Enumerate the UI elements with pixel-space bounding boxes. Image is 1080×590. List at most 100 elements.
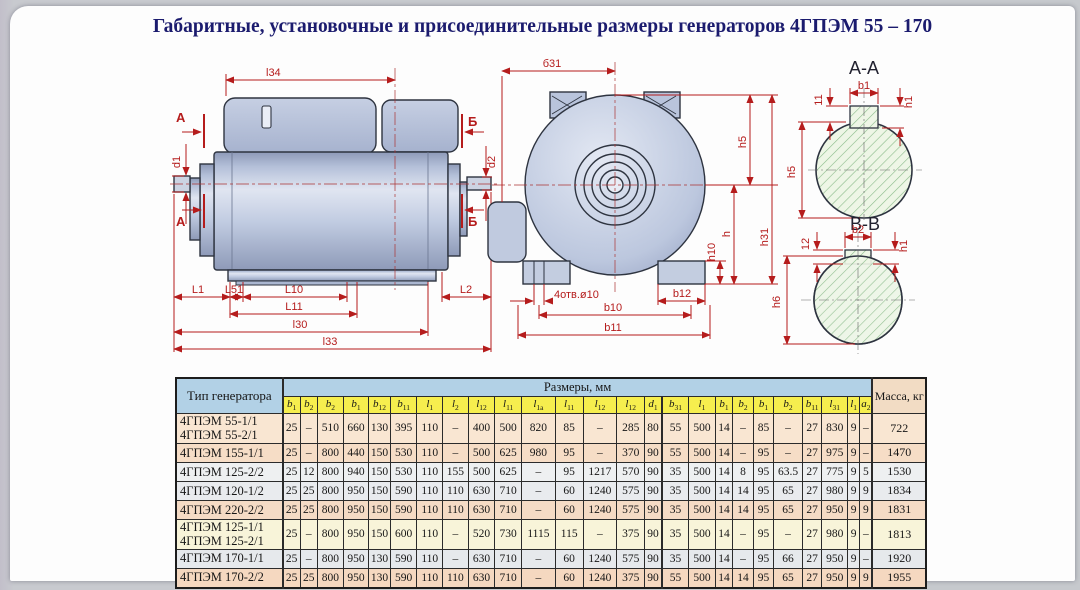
- dim-value-cell: 27: [801, 499, 823, 520]
- dim-value-cell: 9: [859, 567, 873, 588]
- dim-label-b10: b10: [604, 302, 622, 314]
- dim-value-cell: 25: [299, 567, 319, 588]
- dim-value-cell: 90: [644, 499, 663, 520]
- dim-value-cell: 14: [714, 518, 734, 550]
- section-bb-drawing: В-В 12 b2 h1 h6: [771, 214, 915, 354]
- dim-value-cell: 14: [732, 567, 754, 588]
- dim-value-cell: 150: [368, 518, 391, 550]
- dim-value-cell: –: [582, 518, 618, 550]
- dim-column-header-b31: b31: [660, 396, 690, 414]
- dim-column-header-b1: b1: [752, 396, 775, 414]
- dim-value-cell: 500: [688, 480, 716, 501]
- dim-value-cell: 830: [821, 413, 848, 444]
- dim-value-cell: 95: [752, 499, 775, 520]
- dim-value-cell: 90: [644, 518, 663, 550]
- dim-label-h10: h10: [706, 243, 718, 261]
- dim-value-cell: 150: [368, 480, 391, 501]
- dim-value-cell: 14: [714, 442, 734, 463]
- dim-value-cell: 520: [467, 518, 496, 550]
- dim-value-cell: 95: [752, 461, 775, 482]
- mass-value-cell: 1834: [871, 480, 927, 501]
- dim-value-cell: 980: [821, 480, 848, 501]
- mass-column-header: Масса, кг: [871, 377, 927, 414]
- dim-value-cell: –: [732, 518, 754, 550]
- side-bracket: [487, 201, 527, 263]
- dim-value-cell: 800: [317, 567, 344, 588]
- dim-value-cell: 95: [752, 442, 775, 463]
- dim-label-h1-aa: h1: [903, 96, 915, 108]
- dim-value-cell: 400: [467, 413, 496, 444]
- dim-value-cell: 27: [801, 480, 823, 501]
- dim-label-12: 12: [800, 238, 812, 250]
- dim-value-cell: 55: [660, 567, 690, 588]
- dim-value-cell: 630: [467, 499, 496, 520]
- dim-value-cell: 590: [389, 480, 418, 501]
- dim-value-cell: 95: [752, 548, 775, 569]
- dim-value-cell: 1240: [582, 499, 618, 520]
- mass-value-cell: 1955: [871, 567, 927, 588]
- dim-value-cell: 800: [317, 442, 344, 463]
- dim-value-cell: 27: [801, 413, 823, 444]
- dim-label-d1: d1: [171, 156, 183, 168]
- dim-value-cell: 575: [616, 480, 646, 501]
- dim-value-cell: 9: [859, 480, 873, 501]
- dim-value-cell: 500: [688, 499, 716, 520]
- mass-value-cell: 1831: [871, 499, 927, 520]
- dim-label-h1-bb: h1: [898, 240, 910, 252]
- dim-value-cell: 25: [282, 461, 301, 482]
- dim-column-header-b11: b11: [801, 396, 823, 414]
- dim-value-cell: 600: [389, 518, 418, 550]
- dim-value-cell: –: [442, 548, 469, 569]
- dim-value-cell: 90: [644, 567, 663, 588]
- dim-column-header-l1: l1: [846, 396, 861, 414]
- dim-value-cell: 95: [752, 518, 775, 550]
- dimension-lines: [783, 232, 899, 345]
- shaft-right: [466, 176, 492, 191]
- dim-value-cell: 14: [714, 413, 734, 444]
- dim-column-header-l1: l1: [688, 396, 716, 414]
- generator-type-cell: 4ГПЭМ 120-1/2: [175, 480, 284, 501]
- holes-note-label: 4отв.ø10: [554, 289, 599, 301]
- dim-value-cell: 130: [368, 413, 391, 444]
- dim-value-cell: 285: [616, 413, 646, 444]
- dim-value-cell: 500: [467, 461, 496, 482]
- dim-value-cell: –: [521, 499, 556, 520]
- section-letter-a-top: А: [176, 110, 186, 125]
- dim-value-cell: 60: [554, 499, 584, 520]
- dim-value-cell: 630: [467, 567, 496, 588]
- dim-value-cell: 14: [714, 461, 734, 482]
- foot-right: [657, 260, 706, 285]
- dim-value-cell: 1240: [582, 548, 618, 569]
- dim-column-header-l12: l12: [467, 396, 496, 414]
- dim-value-cell: 5: [859, 461, 873, 482]
- dim-column-header-l2: l2: [442, 396, 469, 414]
- section-aa-drawing: А-А 11 b1 h1 h5: [786, 58, 922, 220]
- dim-value-cell: –: [773, 442, 803, 463]
- generator-type-cell: 4ГПЭМ 155-1/1: [175, 442, 284, 463]
- dim-value-cell: –: [521, 567, 556, 588]
- dim-value-cell: 9: [846, 461, 861, 482]
- dim-value-cell: –: [859, 548, 873, 569]
- dim-value-cell: 500: [688, 518, 716, 550]
- dim-value-cell: 625: [494, 461, 522, 482]
- dim-value-cell: 65: [773, 480, 803, 501]
- base-rail: [227, 269, 437, 282]
- dim-value-cell: 950: [342, 480, 370, 501]
- dim-value-cell: 9: [846, 442, 861, 463]
- dim-value-cell: 950: [342, 499, 370, 520]
- dim-value-cell: –: [442, 413, 469, 444]
- dim-value-cell: 9: [846, 518, 861, 550]
- mass-value-cell: 1470: [871, 442, 927, 463]
- dim-value-cell: 35: [660, 518, 690, 550]
- dim-value-cell: 710: [494, 567, 522, 588]
- dimension-lines: [501, 67, 778, 339]
- dim-value-cell: 8: [732, 461, 754, 482]
- dim-value-cell: 66: [773, 548, 803, 569]
- side-view-drawing: l34 А А Б Б d1 d2 L1 L51 L10 L2 L11 l30 …: [170, 67, 500, 353]
- dim-value-cell: 90: [644, 461, 663, 482]
- dim-value-cell: 630: [467, 480, 496, 501]
- dim-value-cell: 950: [342, 548, 370, 569]
